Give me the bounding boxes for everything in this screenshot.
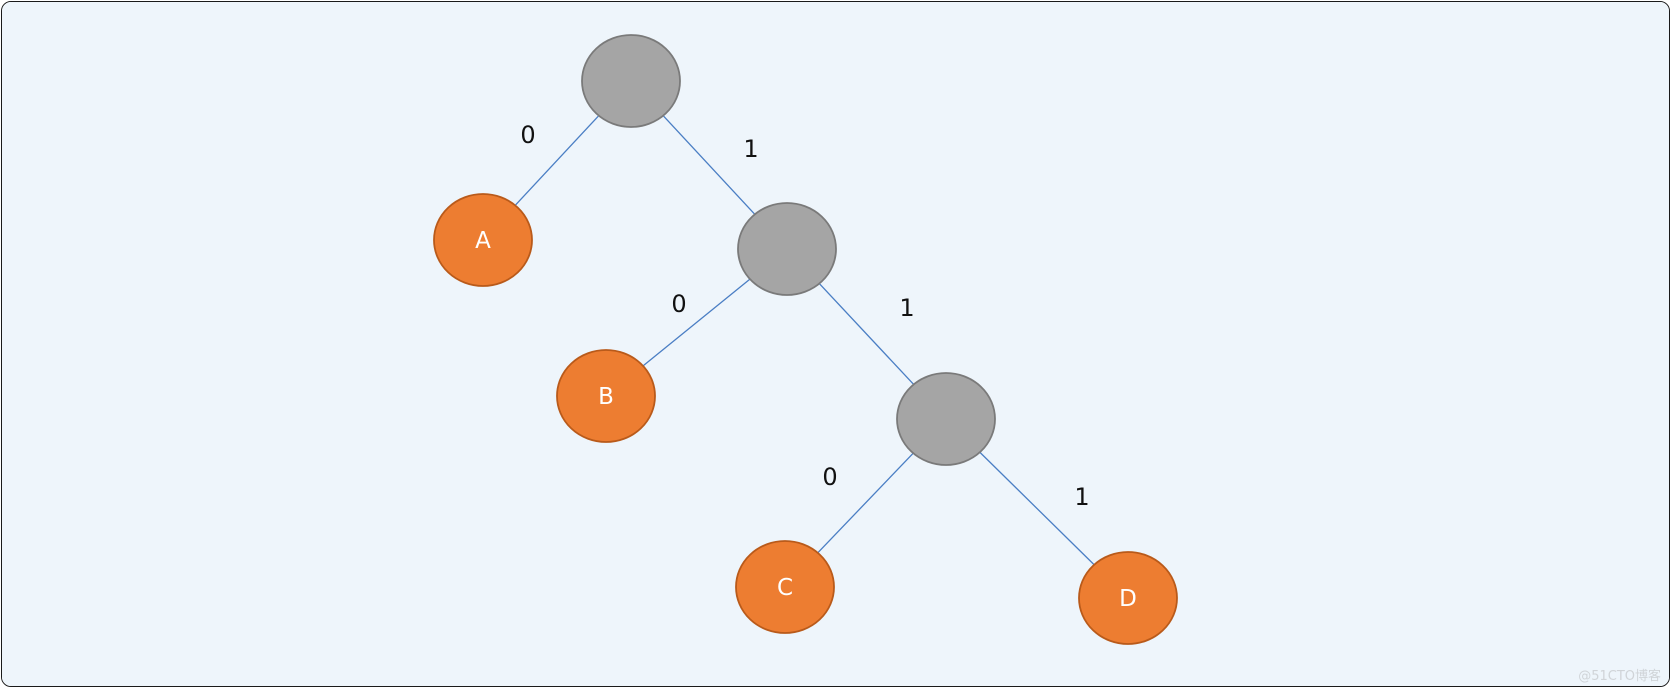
node-label-D: D xyxy=(1119,586,1137,612)
internal-node-n1 xyxy=(737,202,837,296)
leaf-node-C xyxy=(735,540,835,634)
leaf-node-D xyxy=(1078,551,1178,645)
edge-n2-D xyxy=(979,451,1095,566)
node-label-C: C xyxy=(777,575,793,601)
edge-n1-n2 xyxy=(818,283,915,385)
edge-label-n2-D: 1 xyxy=(1074,483,1089,511)
node-label-A: A xyxy=(475,228,491,254)
watermark: @51CTO博客 xyxy=(1578,669,1661,684)
edge-label-root-n1: 1 xyxy=(743,135,758,163)
internal-node-n2 xyxy=(896,372,996,466)
edge-label-n1-B: 0 xyxy=(671,290,686,318)
internal-node-root xyxy=(581,34,681,128)
edge-label-n1-n2: 1 xyxy=(899,294,914,322)
edge-root-n1 xyxy=(662,115,756,215)
edge-label-root-A: 0 xyxy=(520,121,535,149)
edge-n1-B xyxy=(642,278,751,367)
node-label-B: B xyxy=(598,384,614,410)
edge-label-n2-C: 0 xyxy=(822,463,837,491)
leaf-node-B xyxy=(556,349,656,443)
edge-root-A xyxy=(514,115,600,206)
edge-n2-C xyxy=(817,452,914,554)
leaf-node-A xyxy=(433,193,533,287)
